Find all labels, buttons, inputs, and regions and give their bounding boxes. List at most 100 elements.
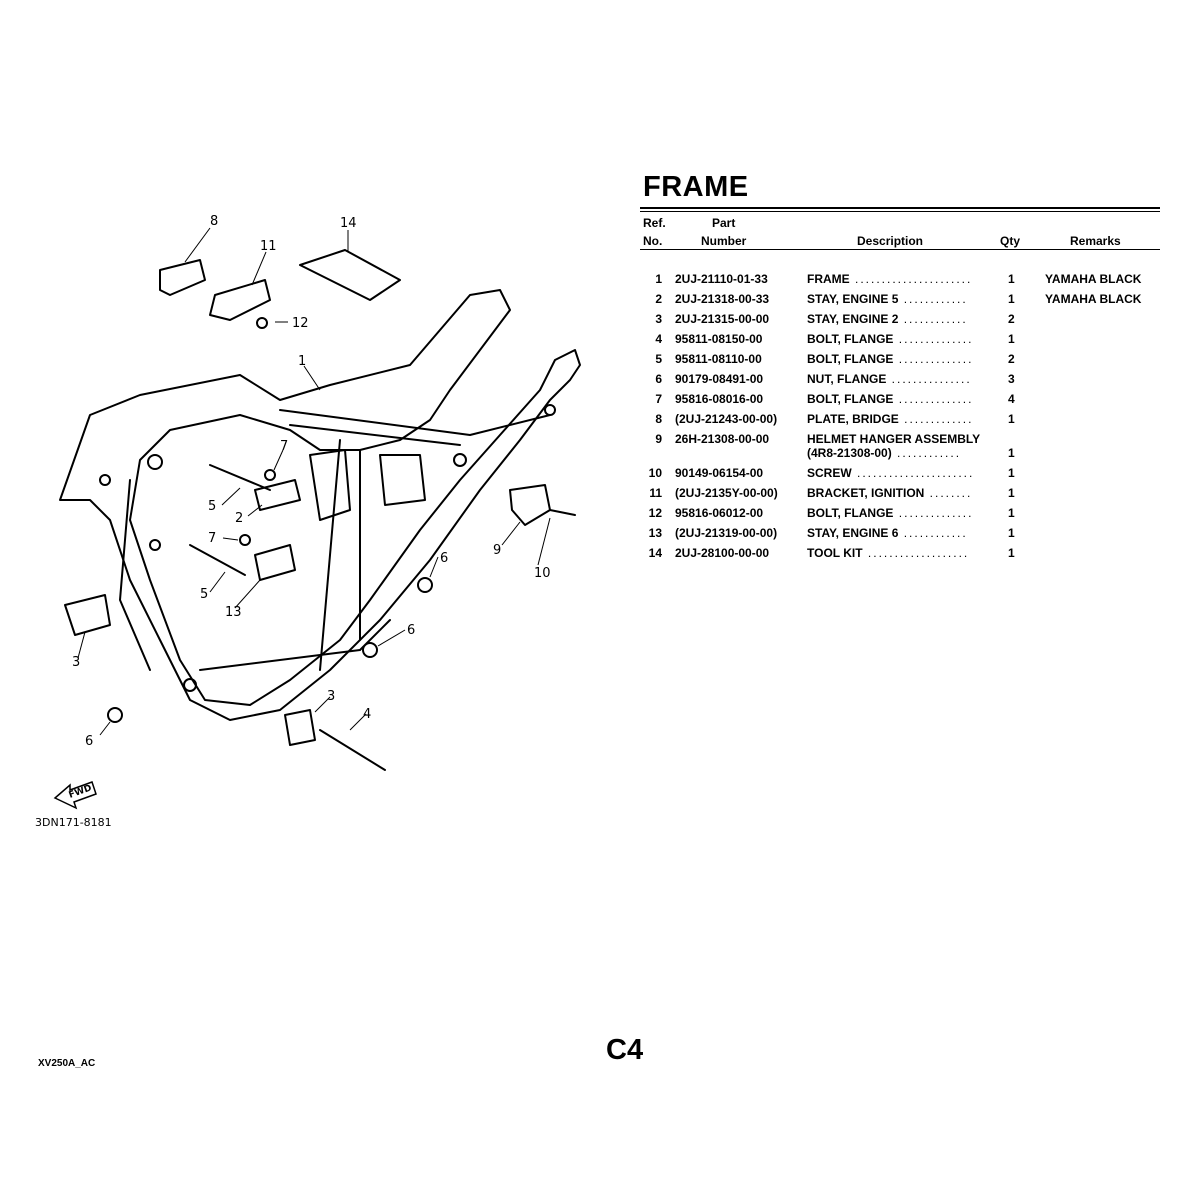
- row-qty: 1: [1008, 526, 1015, 540]
- row-part-number: 95811-08110-00: [675, 352, 762, 366]
- nut-6-a: [417, 577, 433, 593]
- row-description: STAY, ENGINE 5 ............: [807, 292, 968, 306]
- row-description-text: PLATE, BRIDGE: [807, 412, 899, 426]
- row-ref-number: 1: [655, 272, 662, 286]
- row-description-text: STAY, ENGINE 5: [807, 292, 899, 306]
- bolt-7-a-head: [264, 469, 276, 481]
- exploded-frame-diagram: 8 11 14 12 1 7 5 2 7 13 5 3 6 6 9 10 3 4…: [30, 200, 610, 840]
- callout-12: 12: [292, 316, 309, 331]
- callout-3-a: 3: [72, 655, 80, 670]
- frame-gusset-rear: [379, 454, 426, 506]
- callout-13: 13: [225, 605, 242, 620]
- leader-dots: ..............: [893, 392, 974, 406]
- row-description: TOOL KIT ...................: [807, 546, 969, 560]
- tool-kit-bag: [299, 249, 401, 301]
- leader-dots: ............: [898, 292, 968, 306]
- row-part-number: 2UJ-21110-01-33: [675, 272, 768, 286]
- row-description-text: STAY, ENGINE 6: [807, 526, 899, 540]
- stay-engine-6: [254, 544, 296, 581]
- row-description-text: TOOL KIT: [807, 546, 863, 560]
- leader-dots: ...............: [886, 372, 972, 386]
- frame-diagram-svg: 8 11 14 12 1 7 5 2 7 13 5 3 6 6 9 10 3 4…: [35, 214, 581, 829]
- callout-9: 9: [493, 543, 501, 558]
- row-ref-number: 4: [655, 332, 662, 346]
- frame-tube-lower: [199, 619, 391, 671]
- frame-tube-mid: [289, 424, 461, 446]
- row-description-text: BOLT, FLANGE: [807, 392, 894, 406]
- row-description: NUT, FLANGE ...............: [807, 372, 972, 386]
- row-ref-number: 9: [655, 432, 662, 446]
- callout-7-b: 7: [208, 531, 216, 546]
- nut-6-c: [107, 707, 123, 723]
- row-description: STAY, ENGINE 6 ............: [807, 526, 968, 540]
- leader-dots: .............: [898, 412, 974, 426]
- row-description-text: BRACKET, IGNITION: [807, 486, 925, 500]
- header-rule: [640, 249, 1160, 250]
- row-description-text: HELMET HANGER ASSEMBLY: [807, 432, 981, 446]
- leader-dots: ..............: [893, 332, 974, 346]
- header-description: Description: [857, 234, 924, 248]
- row-qty: 1: [1008, 332, 1015, 346]
- frame-tube-rear: [119, 479, 151, 671]
- leader-dots: ......................: [851, 466, 975, 480]
- header-remarks: Remarks: [1070, 234, 1121, 248]
- row-description: HELMET HANGER ASSEMBLY(4R8-21308-00) ...…: [807, 432, 980, 460]
- row-ref-number: 12: [648, 506, 662, 520]
- header-ref-line2: No.: [643, 234, 663, 248]
- leader-dots: ...................: [862, 546, 970, 560]
- row-ref-number: 8: [655, 412, 662, 426]
- row-qty: 1: [1008, 506, 1015, 520]
- stay-engine-2-bottom: [284, 709, 316, 746]
- callout-6-b: 6: [407, 623, 415, 638]
- leader-dots: ............: [898, 312, 968, 326]
- row-qty: 1: [1008, 546, 1015, 560]
- callout-7-a: 7: [280, 439, 288, 454]
- table-row: 5 95811-08110-00 BOLT, FLANGE ............…: [640, 352, 1160, 372]
- callout-labels: 8 11 14 12 1 7 5 2 7 13 5 3 6 6 9 10 3 4…: [72, 214, 551, 749]
- row-description-text: BOLT, FLANGE: [807, 332, 894, 346]
- page-title: FRAME: [643, 171, 749, 203]
- row-description: FRAME ......................: [807, 272, 972, 286]
- leader-dots: ..............: [893, 352, 974, 366]
- table-row: 8 (2UJ-21243-00-00) PLATE, BRIDGE ........…: [640, 412, 1160, 432]
- callout-4: 4: [363, 707, 371, 722]
- row-ref-number: 6: [655, 372, 662, 386]
- callout-6-c: 6: [85, 734, 93, 749]
- row-description: BOLT, FLANGE ..............: [807, 332, 973, 346]
- row-description-text: STAY, ENGINE 2: [807, 312, 899, 326]
- title-rule-thin: [640, 211, 1160, 212]
- row-qty: 1: [1008, 466, 1015, 480]
- row-qty: 1: [1008, 446, 1015, 460]
- row-description: BOLT, FLANGE ..............: [807, 506, 973, 520]
- callout-10: 10: [534, 566, 551, 581]
- fwd-arrow-icon: FWD: [53, 781, 97, 810]
- callout-2: 2: [235, 511, 243, 526]
- header-part-line1: Part: [712, 216, 736, 230]
- title-rule: [640, 207, 1160, 209]
- row-remarks: YAMAHA BLACK: [1045, 292, 1142, 306]
- frame-outline: [59, 289, 581, 721]
- row-part-number: (2UJ-21243-00-00): [675, 412, 778, 426]
- bracket-plate-bridge: [159, 259, 206, 296]
- row-part-number: 2UJ-21315-00-00: [675, 312, 770, 326]
- row-ref-number: 5: [655, 352, 662, 366]
- row-ref-number: 7: [655, 392, 662, 406]
- nut-6-b: [362, 642, 378, 658]
- bracket-ignition: [209, 279, 271, 321]
- leader-dots: ........: [924, 486, 973, 500]
- bolt-12-head: [256, 317, 268, 329]
- row-description-text: BOLT, FLANGE: [807, 352, 894, 366]
- callout-3-b: 3: [327, 689, 335, 704]
- bolt-5-upper: [209, 464, 271, 491]
- row-part-number: 2UJ-28100-00-00: [675, 546, 770, 560]
- row-description: PLATE, BRIDGE .............: [807, 412, 973, 426]
- parts-table: 1 2UJ-21110-01-33 FRAME ..................…: [640, 272, 1160, 566]
- header-ref-line1: Ref.: [643, 216, 666, 230]
- footer-code: XV250A_AC: [38, 1058, 96, 1069]
